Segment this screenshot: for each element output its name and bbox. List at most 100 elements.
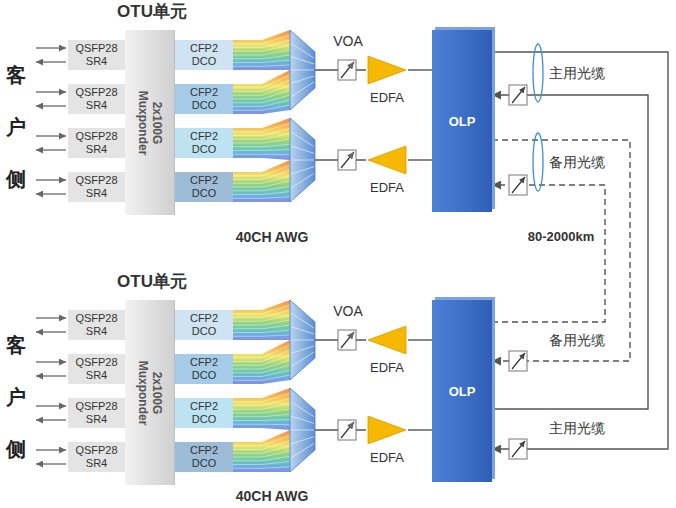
part-name: VOA bbox=[331, 34, 365, 49]
box-label: QSFP28 SR4 bbox=[75, 130, 117, 155]
client-arrow bbox=[36, 331, 66, 332]
fan-stripe bbox=[233, 446, 290, 454]
voa-symbol bbox=[509, 175, 527, 195]
optical-module: CFP2 DCO bbox=[175, 398, 233, 428]
fan-stripe bbox=[233, 95, 290, 103]
wavelength-fan bbox=[233, 300, 290, 340]
cable-label: 备用光缆 bbox=[547, 333, 607, 348]
voa-arrow bbox=[512, 87, 525, 103]
box-label: CFP2 DCO bbox=[190, 312, 218, 337]
side-label: 客户侧 bbox=[6, 319, 26, 475]
box-label: CFP2 DCO bbox=[190, 42, 218, 67]
voa-arrow bbox=[512, 441, 525, 457]
fan-stripe bbox=[233, 320, 290, 325]
optical-module: CFP2 DCO bbox=[175, 128, 233, 158]
awg-guide bbox=[291, 160, 314, 161]
box-label: QSFP28 SR4 bbox=[75, 86, 117, 111]
cable-bundle bbox=[533, 44, 543, 102]
box-label: CFP2 DCO bbox=[190, 86, 218, 111]
fan-stripe bbox=[233, 467, 290, 469]
fan-stripe bbox=[233, 40, 290, 48]
amplifier-symbol: EDFA bbox=[366, 416, 408, 465]
optical-module: QSFP28 SR4 bbox=[68, 354, 125, 384]
fan-stripe bbox=[233, 65, 290, 66]
fan-stripe bbox=[233, 134, 290, 140]
awg-guide bbox=[291, 132, 314, 147]
cable-label: 主用光缆 bbox=[547, 66, 607, 81]
optical-module: QSFP28 SR4 bbox=[68, 128, 125, 158]
awg-symbol bbox=[290, 30, 315, 110]
optical-module: CFP2 DCO bbox=[175, 172, 233, 202]
wavelength-fan bbox=[233, 118, 290, 160]
box-label: QSFP28 SR4 bbox=[75, 42, 117, 67]
fan-stripe bbox=[233, 80, 290, 92]
fan-stripe bbox=[233, 330, 290, 333]
part-name: 40CH AWG bbox=[234, 230, 311, 245]
voa-symbol bbox=[338, 60, 356, 80]
wavelength-fan bbox=[233, 30, 290, 70]
box-label: CFP2 DCO bbox=[190, 130, 218, 155]
muxponder-box: 2x100G Muxponder bbox=[125, 300, 175, 485]
optical-module: QSFP28 SR4 bbox=[68, 442, 125, 472]
client-arrow bbox=[36, 361, 66, 362]
voa-arrow bbox=[341, 422, 354, 438]
fan-stripe bbox=[233, 435, 290, 446]
wavelength-fan bbox=[233, 160, 290, 202]
fan-stripe bbox=[233, 355, 290, 365]
fan-stripe bbox=[233, 176, 290, 184]
fan-stripe bbox=[233, 456, 290, 461]
fan-stripe bbox=[233, 350, 290, 362]
triangle-shape bbox=[368, 416, 406, 444]
side-label: 客户侧 bbox=[6, 49, 26, 205]
wavelength-fan bbox=[233, 430, 290, 472]
fan-stripe bbox=[233, 105, 290, 110]
fan-stripe bbox=[233, 197, 290, 199]
client-arrow bbox=[36, 463, 66, 464]
fan-stripe bbox=[233, 129, 290, 136]
voa-arrow bbox=[341, 152, 354, 168]
wavelength-fan bbox=[233, 70, 290, 114]
fan-stripe bbox=[233, 85, 290, 95]
voa-symbol bbox=[509, 439, 527, 459]
main-cable bbox=[492, 52, 668, 449]
amplifier-triangle bbox=[366, 146, 408, 174]
client-arrow bbox=[36, 193, 66, 194]
optical-module: CFP2 DCO bbox=[175, 40, 233, 70]
client-arrow bbox=[36, 149, 66, 150]
cable-label: 备用光缆 bbox=[547, 155, 607, 170]
fiber-line bbox=[408, 339, 432, 340]
optical-module: QSFP28 SR4 bbox=[68, 398, 125, 428]
part-name: VOA bbox=[331, 304, 365, 319]
fan-stripe bbox=[233, 186, 290, 191]
amplifier-label: EDFA bbox=[370, 90, 404, 105]
fan-stripe bbox=[233, 451, 290, 457]
box-label: CFP2 DCO bbox=[190, 174, 218, 199]
awg-guide bbox=[291, 327, 314, 334]
awg-guide bbox=[291, 416, 314, 423]
voa-arrow bbox=[341, 62, 354, 78]
box-label: 2x100G Muxponder bbox=[135, 90, 164, 155]
optical-module: QSFP28 SR4 bbox=[68, 84, 125, 114]
fan-stripe bbox=[233, 45, 290, 51]
awg-symbol bbox=[290, 118, 315, 202]
fan-stripe bbox=[233, 414, 290, 417]
muxponder-box: 2x100G Muxponder bbox=[125, 30, 175, 215]
amplifier-triangle bbox=[366, 56, 408, 84]
voa-arrow bbox=[341, 332, 354, 348]
triangle-shape bbox=[368, 326, 406, 354]
box-label: CFP2 DCO bbox=[190, 444, 218, 469]
fan-stripe bbox=[233, 55, 290, 59]
fan-stripe bbox=[233, 375, 290, 380]
unit-title: OTU单元 bbox=[115, 273, 189, 292]
fiber-line bbox=[408, 159, 432, 160]
client-arrow bbox=[36, 405, 66, 406]
protection-box: OLP bbox=[432, 300, 492, 482]
voa-arrow bbox=[512, 177, 525, 193]
client-arrow bbox=[36, 449, 66, 450]
box-label: QSFP28 SR4 bbox=[75, 356, 117, 381]
awg-guide bbox=[291, 146, 314, 153]
fan-stripe bbox=[233, 139, 290, 143]
optical-module: CFP2 DCO bbox=[175, 84, 233, 114]
amplifier-label: EDFA bbox=[370, 360, 404, 375]
client-arrow bbox=[36, 91, 66, 92]
